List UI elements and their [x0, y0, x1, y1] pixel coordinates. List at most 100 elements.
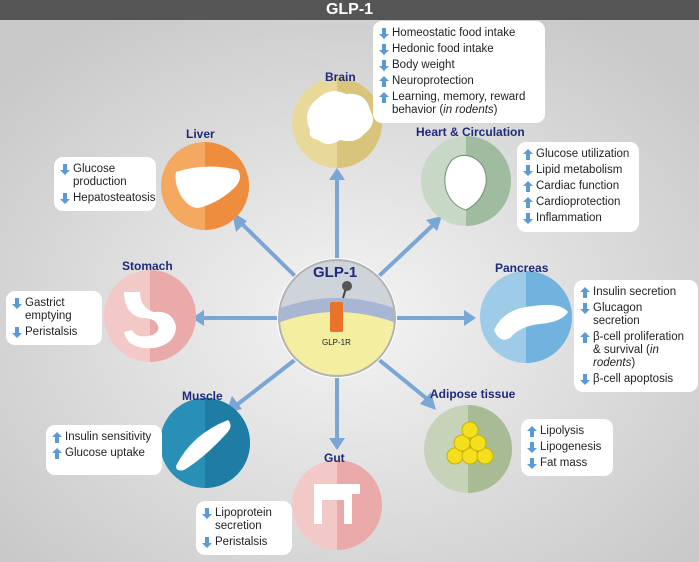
effect-row: Hedonic food intake — [379, 43, 539, 56]
liver-circle — [161, 142, 249, 230]
brain-icon — [307, 91, 373, 144]
effect-row: Lipoprotein secretion — [202, 507, 286, 533]
arrow-up-icon — [379, 92, 389, 103]
effect-text: Insulin sensitivity — [65, 431, 152, 443]
effect-text: Lipolysis — [540, 425, 585, 437]
effect-row: β-cell apoptosis — [580, 373, 692, 386]
arrow-down-icon — [60, 193, 70, 204]
effect-row: Cardiac function — [523, 180, 633, 193]
glp1-receptor-icon — [330, 302, 343, 332]
effect-text: Glucose utilization — [536, 148, 630, 160]
effect-text: Glucagon secretion — [593, 302, 643, 327]
effect-row: Neuroprotection — [379, 75, 539, 88]
arrow-up-icon — [527, 426, 537, 437]
effect-text: Cardiac function — [536, 180, 620, 192]
effect-row: Fat mass — [527, 457, 607, 470]
arrow-down-icon — [12, 327, 22, 338]
center-cell — [277, 258, 397, 378]
effect-text: Body weight — [392, 59, 455, 71]
heart-title: Heart & Circulation — [416, 125, 525, 139]
effect-text: Learning, memory, reward behavior — [392, 91, 526, 116]
stomach-title: Stomach — [122, 259, 173, 273]
effect-row: Hepatosteatosis — [60, 192, 155, 205]
arrow-down-icon — [202, 508, 212, 519]
arrow-up-icon — [580, 287, 590, 298]
effect-text: Glucose uptake — [65, 447, 145, 459]
effect-text: Homeostatic food intake — [392, 27, 516, 39]
effect-text: Glucose production — [73, 163, 127, 188]
pancreas-icon — [494, 304, 568, 340]
effect-row: β-cell proliferation & survival (in rode… — [580, 331, 692, 370]
arrow-heart — [376, 216, 442, 279]
receptor-label: GLP-1R — [322, 338, 351, 347]
effect-row: Learning, memory, reward behavior (in ro… — [379, 91, 539, 117]
effect-text: Lipogenesis — [540, 441, 602, 453]
effect-row: Glucose uptake — [52, 447, 156, 460]
effect-row: Peristalsis — [202, 536, 286, 549]
effect-row: Glucagon secretion — [580, 302, 692, 328]
effect-text: β-cell apoptosis — [593, 373, 674, 385]
header-title: GLP-1 — [0, 0, 699, 20]
effect-row: Insulin secretion — [580, 286, 692, 299]
effect-text: Lipoprotein secretion — [215, 507, 272, 532]
effect-text: Hedonic food intake — [392, 43, 494, 55]
organ-circles — [104, 78, 572, 550]
muscle-icon — [176, 420, 231, 471]
arrow-down-icon — [379, 44, 389, 55]
center-title: GLP-1 — [313, 264, 358, 281]
heart-icon — [444, 154, 487, 211]
arrow-up-icon — [580, 332, 590, 343]
stomach-icon — [124, 292, 176, 349]
effect-row: Glucose utilization — [523, 148, 633, 161]
arrow-up-icon — [52, 432, 62, 443]
brain-title: Brain — [325, 70, 356, 84]
arrow-up-icon — [523, 149, 533, 160]
arrow-down-icon — [60, 164, 70, 175]
glp1-ligand-icon — [342, 281, 352, 291]
effect-row: Lipid metabolism — [523, 164, 633, 177]
effect-text: Hepatosteatosis — [73, 192, 156, 204]
arrow-gut — [329, 374, 345, 450]
arrow-down-icon — [580, 374, 590, 385]
muscle-circle — [160, 398, 250, 488]
stomach-circle — [104, 270, 196, 362]
arrow-down-icon — [523, 165, 533, 176]
effect-text: Gastrict emptying — [25, 297, 72, 322]
effect-text: Peristalsis — [215, 536, 268, 548]
arrow-up-icon — [52, 448, 62, 459]
arrow-up-icon — [379, 76, 389, 87]
arrow-down-icon — [379, 28, 389, 39]
brain-circle — [292, 78, 382, 168]
arrow-down-icon — [527, 442, 537, 453]
pancreas-title: Pancreas — [495, 261, 549, 275]
effect-row: Lipogenesis — [527, 441, 607, 454]
gut-circle — [292, 460, 382, 550]
effect-row: Gastrict emptying — [12, 297, 96, 323]
effect-row: Lipolysis — [527, 425, 607, 438]
effect-row: Insulin sensitivity — [52, 431, 156, 444]
arrow-adipose — [376, 357, 436, 410]
arrow-down-icon — [523, 213, 533, 224]
effect-text: β-cell proliferation & survival — [593, 331, 684, 356]
adipose-circle — [424, 405, 512, 493]
gut-title: Gut — [324, 451, 345, 465]
effect-row: Inflammation — [523, 212, 633, 225]
effect-note: in rodents — [593, 344, 659, 369]
effect-text: Cardioprotection — [536, 196, 621, 208]
heart-circle — [421, 136, 511, 226]
arrow-down-icon — [202, 537, 212, 548]
effect-row: Cardioprotection — [523, 196, 633, 209]
effect-text: Peristalsis — [25, 326, 78, 338]
arrow-down-icon — [379, 60, 389, 71]
effect-note: in rodents — [443, 104, 494, 116]
liver-title: Liver — [186, 127, 215, 141]
arrow-pancreas — [394, 310, 476, 326]
